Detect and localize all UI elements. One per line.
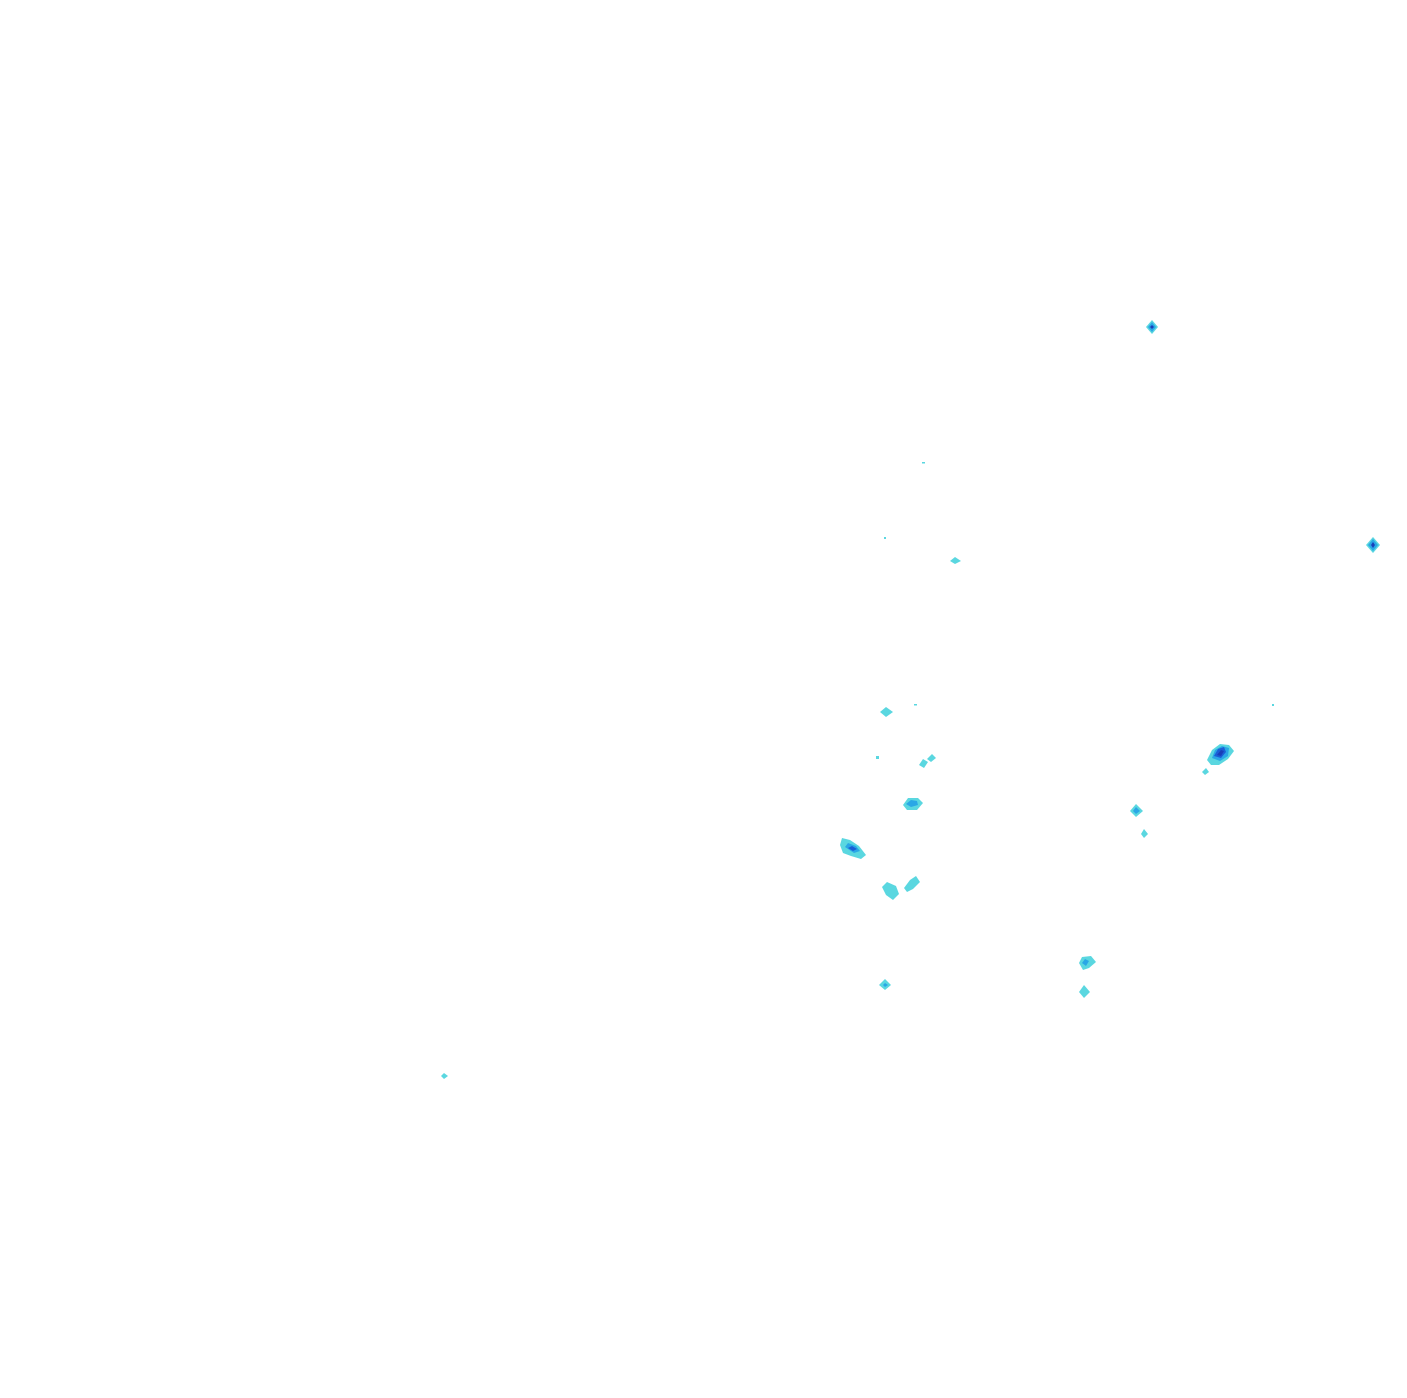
contour-feature	[840, 838, 866, 859]
contour-feature	[919, 754, 936, 768]
contour-feature	[1202, 744, 1234, 775]
contour-feature	[903, 798, 923, 810]
contour-feature	[1130, 804, 1148, 838]
contour-feature	[876, 462, 1274, 759]
contour-feature	[950, 557, 961, 564]
contour-feature	[1146, 320, 1158, 334]
contour-feature	[879, 979, 891, 990]
contour-feature	[882, 876, 920, 900]
contour-feature	[1366, 537, 1380, 553]
contour-feature	[880, 707, 893, 717]
contour-feature	[1079, 956, 1096, 970]
contour-feature	[441, 1073, 448, 1079]
contour-feature	[1079, 985, 1090, 998]
